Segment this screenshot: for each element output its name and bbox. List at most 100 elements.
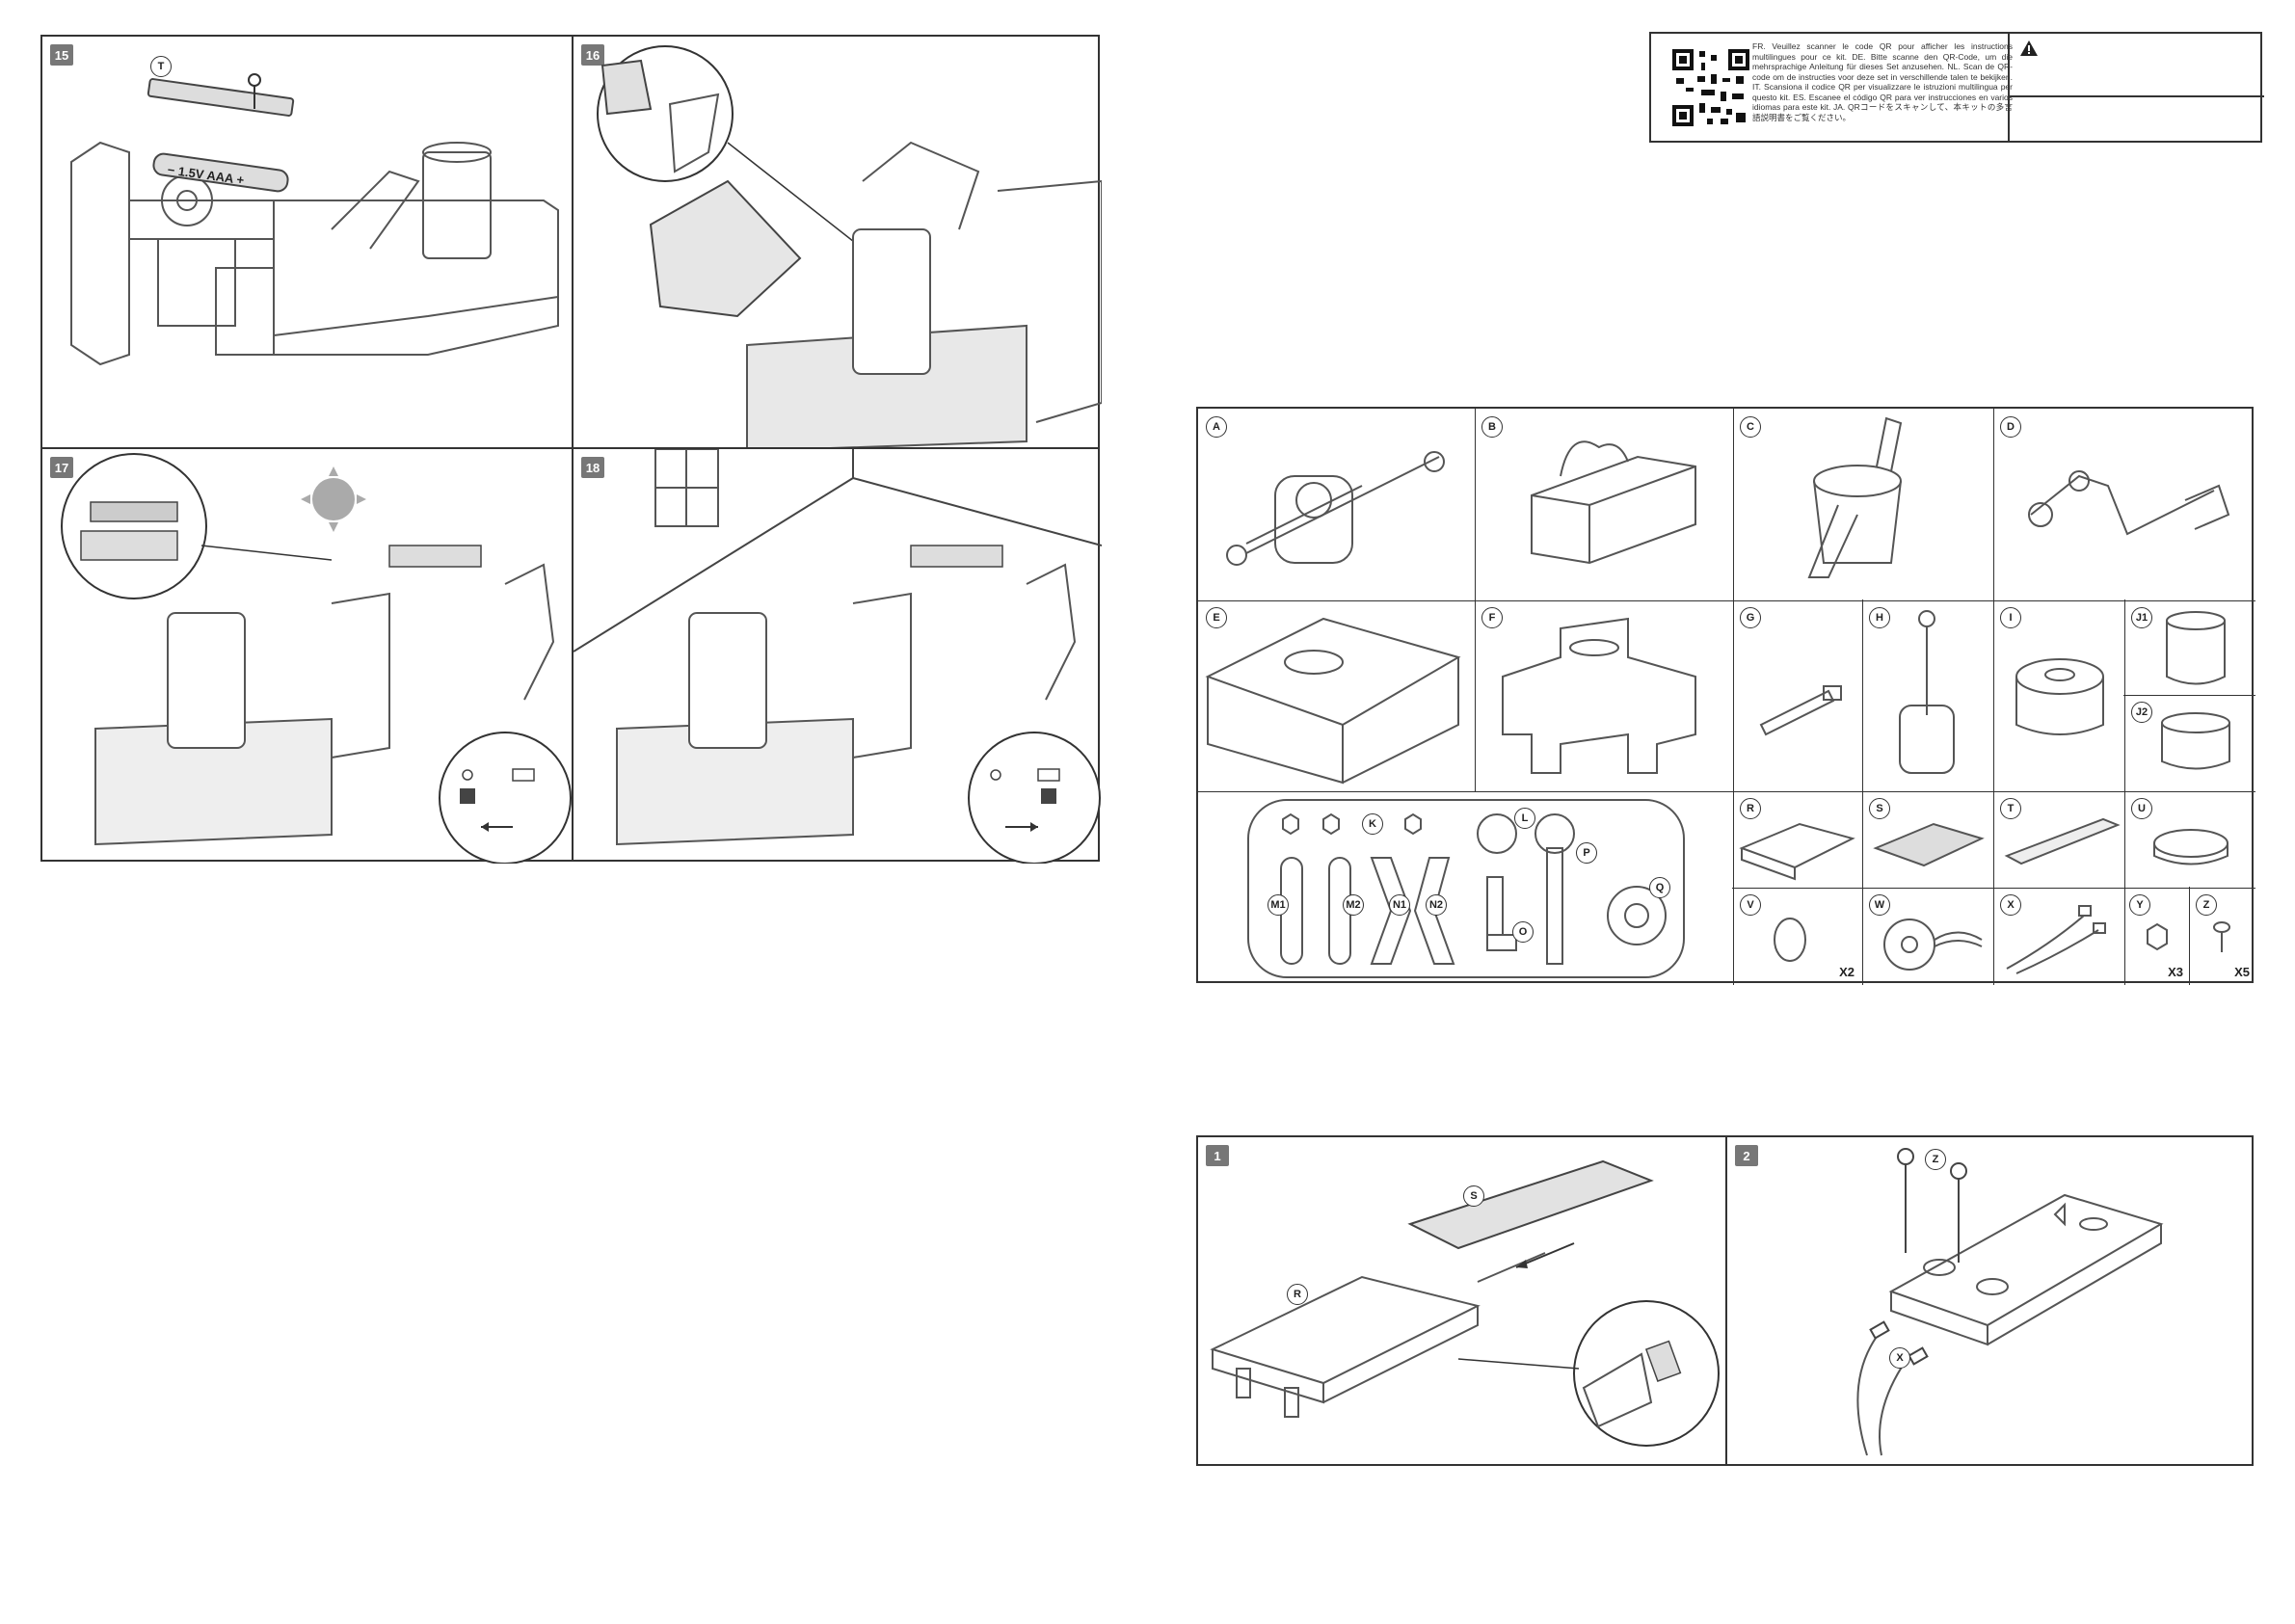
part-label-F: F (1481, 607, 1503, 628)
warning-triangle-icon (2020, 40, 2038, 56)
part-label-S: S (1869, 798, 1890, 819)
part-label-I: I (2000, 607, 2021, 628)
part-label-T: T (150, 56, 172, 77)
step-2-panel: 2 Z X (1725, 1135, 2254, 1466)
step-1-illustration (1210, 1159, 1720, 1447)
part-label-K: K (1362, 813, 1383, 835)
part-I-illustration (2015, 658, 2104, 735)
part-label-G: G (1740, 607, 1761, 628)
part-label-X-step2: X (1889, 1347, 1910, 1369)
quantity-Y: X3 (2168, 965, 2183, 979)
part-cell-B: B (1474, 409, 1734, 601)
warning-box (2008, 32, 2264, 143)
part-cell-X: X (1992, 887, 2125, 985)
step-18-panel: 18 (572, 447, 1102, 864)
step-15-panel: 15 − 1.5V AAA + T (40, 35, 574, 449)
part-cell-W: W (1861, 887, 1994, 985)
part-label-S-step1: S (1463, 1185, 1484, 1207)
part-S-illustration (1873, 822, 1985, 867)
part-cell-J2: J2 (2123, 694, 2255, 792)
part-label-B: B (1481, 416, 1503, 438)
step-15-illustration: − 1.5V AAA + (70, 73, 559, 366)
part-cell-J1: J1 (2123, 599, 2255, 696)
part-label-M1: M1 (1268, 894, 1289, 916)
part-cell-E: E (1198, 599, 1476, 792)
part-label-Y: Y (2129, 894, 2150, 916)
part-label-R-step1: R (1287, 1284, 1308, 1305)
part-cell-F: F (1474, 599, 1734, 792)
part-cell-C: C (1732, 409, 1994, 601)
part-label-O: O (1512, 921, 1534, 943)
part-A-illustration (1226, 451, 1445, 566)
step-number: 18 (581, 457, 604, 478)
part-cell-sprue: K L M1 M2 N1 N2 O P Q (1198, 790, 1734, 985)
part-label-P: P (1576, 842, 1597, 864)
part-label-U: U (2131, 798, 2152, 819)
part-cell-Z: Z X5 (2188, 887, 2255, 985)
part-label-W: W (1869, 894, 1890, 916)
step-17-panel: 17 (40, 447, 574, 864)
part-cell-V: V X2 (1732, 887, 1863, 985)
part-H-illustration (1899, 610, 1955, 774)
part-label-Z-step2: Z (1925, 1149, 1946, 1170)
multilingual-box: FR. Veuillez scanner le code QR pour aff… (1649, 32, 2264, 143)
part-label-C: C (1740, 416, 1761, 438)
part-Z-illustration (2213, 921, 2230, 952)
part-cell-H: H (1861, 599, 1994, 792)
part-label-M2: M2 (1343, 894, 1364, 916)
step-number: 15 (50, 44, 73, 66)
parts-list: A B C D E F G H I J1 J2 (1196, 407, 2255, 985)
step-number: 1 (1206, 1145, 1229, 1166)
part-Y-illustration (2147, 922, 2168, 951)
part-label-V: V (1740, 894, 1761, 916)
part-label-Z: Z (2196, 894, 2217, 916)
part-label-A: A (1206, 416, 1227, 438)
part-cell-Y: Y X3 (2123, 887, 2190, 985)
part-G-illustration (1759, 685, 1842, 736)
step-16-panel: 16 (572, 35, 1102, 451)
step-17-illustration (61, 453, 572, 864)
part-label-J1: J1 (2131, 607, 2152, 628)
part-cell-U: U (2123, 790, 2255, 889)
quantity-Z: X5 (2234, 965, 2250, 979)
part-label-N1: N1 (1389, 894, 1410, 916)
part-label-N2: N2 (1426, 894, 1447, 916)
qr-code (1672, 49, 1749, 126)
part-cell-R: R (1732, 790, 1863, 889)
part-cell-D: D (1992, 409, 2255, 601)
part-label-Q: Q (1649, 877, 1670, 898)
part-label-L: L (1514, 808, 1535, 829)
quantity-V: X2 (1839, 965, 1855, 979)
part-cell-G: G (1732, 599, 1863, 792)
part-J1-illustration (2166, 611, 2226, 685)
part-X-illustration (2006, 905, 2106, 974)
part-label-R: R (1740, 798, 1761, 819)
step-18-illustration (574, 449, 1102, 864)
part-cell-S: S (1861, 790, 1994, 889)
multilingual-instructions-text: FR. Veuillez scanner le code QR pour aff… (1752, 41, 2013, 122)
part-label-X: X (2000, 894, 2021, 916)
part-F-illustration (1502, 617, 1696, 774)
step-1-panel: 1 S R (1196, 1135, 1727, 1466)
part-cell-T: T (1992, 790, 2125, 889)
part-E-illustration (1205, 617, 1461, 785)
part-cell-I: I (1992, 599, 2125, 792)
part-C-illustration (1807, 416, 1903, 578)
part-cell-A: A (1198, 409, 1476, 601)
step-number: 2 (1735, 1145, 1758, 1166)
part-label-H: H (1869, 607, 1890, 628)
part-B-illustration (1531, 440, 1696, 565)
part-V-illustration (1774, 918, 1806, 962)
part-T-illustration (2004, 817, 2121, 865)
warning-divider (2010, 95, 2264, 97)
part-D-illustration (2028, 470, 2230, 536)
part-W-illustration (1883, 918, 1983, 971)
step-16-illustration (597, 45, 1102, 451)
part-label-J2: J2 (2131, 702, 2152, 723)
step-number: 16 (581, 44, 604, 66)
step-2-illustration (1856, 1148, 2164, 1456)
part-label-E: E (1206, 607, 1227, 628)
part-R-illustration (1739, 822, 1855, 881)
part-U-illustration (2153, 829, 2228, 865)
part-label-T2: T (2000, 798, 2021, 819)
